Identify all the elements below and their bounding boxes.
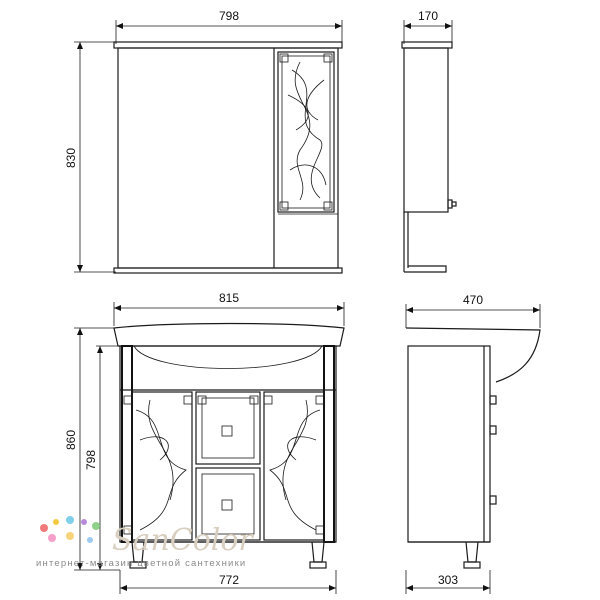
- watermark-logo: SanColor: [112, 523, 254, 558]
- dim-vanity-height-total: 860: [64, 430, 78, 450]
- watermark-dot: [66, 516, 74, 524]
- watermark-dot: [87, 537, 93, 543]
- watermark-dot: [48, 534, 56, 542]
- mirror-cabinet-side-view: 170: [401, 9, 457, 273]
- dim-vanity-top-width: 815: [219, 291, 239, 305]
- dim-mirror-depth: 170: [418, 9, 438, 23]
- dim-mirror-height: 830: [64, 148, 78, 168]
- watermark-dot: [40, 524, 48, 532]
- watermark-dots: [40, 516, 100, 543]
- mirror-cabinet-front-view: 798 830: [64, 9, 343, 274]
- watermark: SanColor интернет-магазин цветной сантех…: [36, 516, 254, 569]
- watermark-dot: [66, 532, 74, 540]
- dim-mirror-width: 798: [219, 9, 239, 23]
- dim-vanity-base-width: 772: [219, 573, 239, 587]
- watermark-dot: [92, 522, 100, 530]
- dim-vanity-base-depth: 303: [438, 573, 458, 587]
- dim-vanity-depth: 470: [463, 293, 483, 307]
- vanity-front-view: 815 860 798: [64, 291, 345, 594]
- dim-vanity-height-body: 798: [84, 450, 98, 470]
- vanity-side-view: 470 303: [405, 293, 541, 594]
- watermark-dot: [53, 519, 59, 525]
- watermark-dot: [81, 519, 87, 525]
- watermark-tagline: интернет-магазин цветной сантехники: [36, 558, 246, 569]
